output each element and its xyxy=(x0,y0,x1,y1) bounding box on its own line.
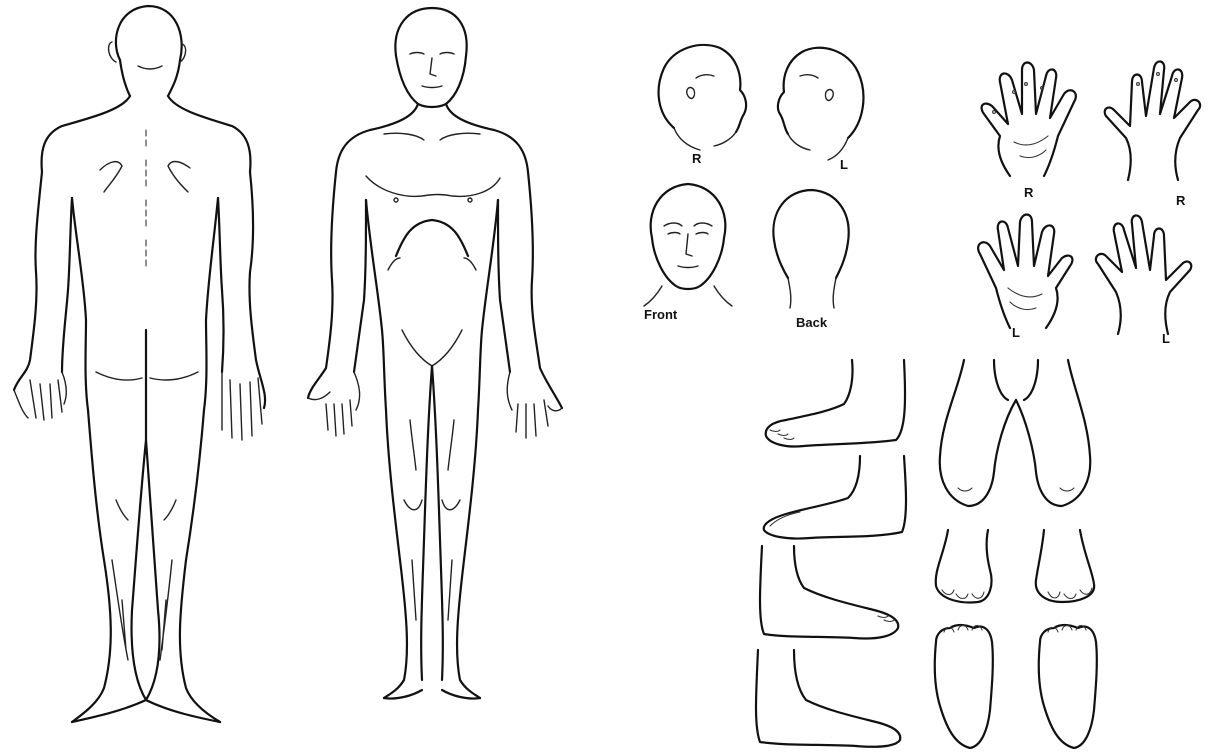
foot-toes-pair xyxy=(928,530,1104,610)
head-front xyxy=(638,178,738,308)
head-panel: R L Front Back xyxy=(632,28,880,334)
head-left-profile xyxy=(764,34,874,164)
head-back xyxy=(760,184,860,314)
label-left-profile: L xyxy=(840,158,848,171)
foot-side-2 xyxy=(756,456,916,546)
hand-left-palm xyxy=(966,204,1086,334)
label-front: Front xyxy=(644,308,677,321)
label-back: Back xyxy=(796,316,827,329)
head-right-profile xyxy=(644,34,754,154)
label-right-back: R xyxy=(1176,194,1185,207)
foot-side-1 xyxy=(756,360,916,460)
label-left-back: L xyxy=(1162,332,1170,345)
label-right-profile: R xyxy=(692,152,701,165)
body-front-view xyxy=(300,0,600,740)
foot-side-3 xyxy=(754,546,914,656)
hand-right-palm xyxy=(970,52,1100,192)
hand-panel: R R L L xyxy=(958,46,1216,348)
hand-left-back xyxy=(1088,212,1208,342)
foot-side-4 xyxy=(752,650,922,750)
foot-front-pair xyxy=(928,360,1104,520)
foot-soles-pair xyxy=(928,622,1104,752)
label-right-palm: R xyxy=(1024,186,1033,199)
body-back-view xyxy=(0,0,300,740)
hand-right-back xyxy=(1098,52,1217,192)
label-left-palm: L xyxy=(1012,326,1020,339)
feet-panel xyxy=(742,360,1110,750)
